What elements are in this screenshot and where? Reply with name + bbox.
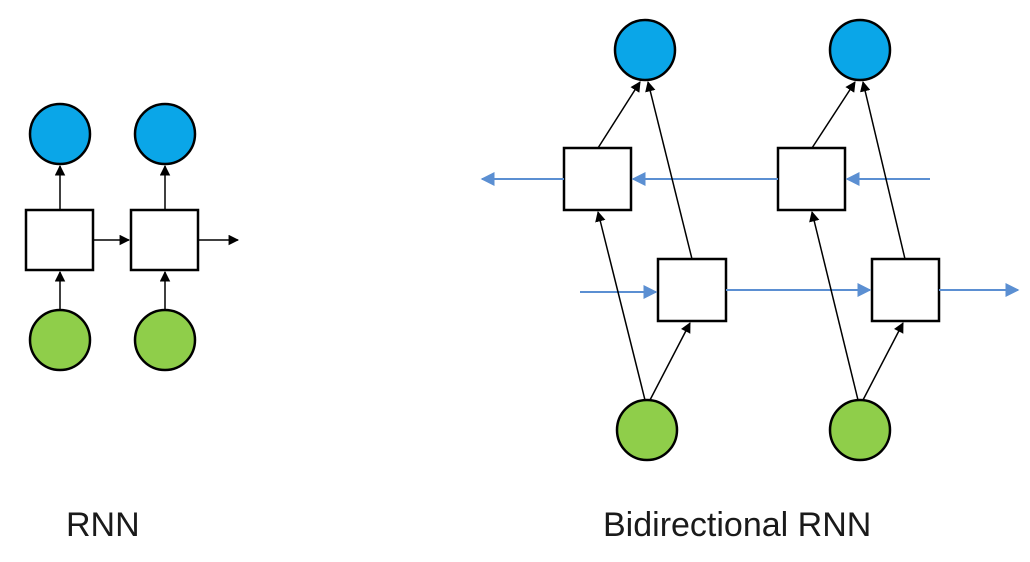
- rnn-input-node-1: [28, 308, 92, 372]
- rnn-output-node-2: [133, 102, 197, 166]
- brnn-input-to-backward-arrow-2: [809, 210, 859, 401]
- brnn-forward-state-2: [870, 257, 941, 323]
- brnn-forward-to-output-arrow-2: [860, 80, 906, 260]
- brnn-backward-to-output-arrow-1: [597, 81, 641, 149]
- brnn-backward-state-2: [776, 146, 847, 212]
- rnn-hidden-state-1: [24, 208, 95, 272]
- brnn-input-node-2: [828, 398, 892, 462]
- brnn-backward-state-1: [562, 146, 633, 212]
- brnn-output-node-2: [828, 18, 892, 82]
- rnn-diagram: [24, 102, 240, 372]
- brnn-forward-state-1: [656, 257, 728, 323]
- brnn-input-to-backward-arrow-1: [595, 210, 646, 401]
- brnn-output-node-1: [613, 18, 677, 82]
- rnn-output-node-1: [28, 102, 92, 166]
- brnn-input-to-forward-arrow-2: [862, 322, 904, 401]
- brnn-input-to-forward-arrow-1: [649, 322, 691, 401]
- bidirectional-rnn-diagram: [480, 18, 1020, 462]
- brnn-forward-to-output-arrow-1: [645, 80, 693, 260]
- rnn-hidden-state-2: [129, 208, 200, 272]
- rnn-caption: RNN: [66, 506, 140, 544]
- bidirectional-rnn-caption: Bidirectional RNN: [603, 506, 872, 544]
- brnn-input-node-1: [615, 398, 679, 462]
- rnn-input-node-2: [133, 308, 197, 372]
- brnn-backward-to-output-arrow-2: [811, 81, 856, 149]
